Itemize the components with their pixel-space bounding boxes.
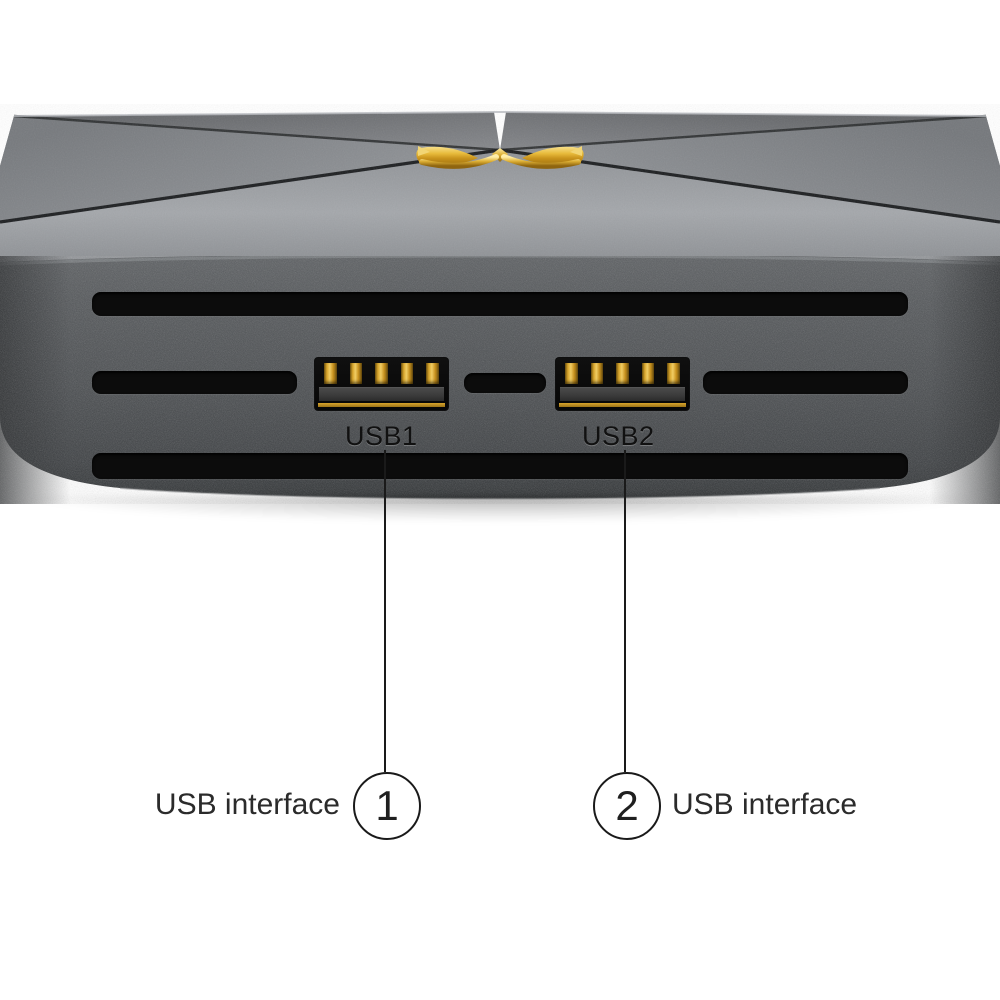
usb-port-2[interactable] [556, 358, 689, 410]
usb-1-gold-edge [317, 403, 446, 408]
usb-1-pin [375, 363, 388, 384]
usb-2-pin [641, 363, 655, 384]
callout-badge-1[interactable]: 1 [353, 772, 421, 840]
usb-1-pins [324, 363, 439, 384]
vent-slot-upper [92, 292, 908, 316]
usb-2-pins [565, 363, 680, 384]
device-top-panel [0, 104, 1000, 274]
callout-2-leader-line [624, 450, 626, 772]
vent-slot-middle-right [703, 371, 908, 394]
vent-slot-lower [92, 453, 908, 479]
callout-1-leader-line [384, 450, 386, 772]
callout-label-2: USB interface [672, 788, 858, 821]
gold-bowtie-emblem [400, 136, 600, 176]
vent-slot-middle-center [464, 373, 546, 393]
device-drop-shadow [30, 496, 970, 522]
mini-pc-device: USB1 USB2 [0, 104, 1000, 522]
usb-port-1[interactable] [315, 358, 448, 410]
usb-1-pin [426, 363, 439, 384]
usb-1-pin [400, 363, 414, 384]
usb-2-pin [616, 363, 629, 384]
usb-1-pin [349, 363, 363, 384]
usb-2-pin [590, 363, 604, 384]
usb-2-pin [667, 363, 680, 384]
usb-2-pin [565, 363, 578, 384]
usb-2-gold-edge [558, 403, 687, 408]
usb-1-pin [324, 363, 337, 384]
usb-2-tongue [559, 387, 685, 401]
lid-facets [0, 104, 1000, 274]
usb-1-tongue [318, 387, 444, 401]
usb1-silkscreen-label: USB1 [345, 421, 418, 451]
callout-label-1: USB interface [154, 788, 340, 821]
vent-slot-middle-left [92, 371, 297, 394]
callout-badge-2[interactable]: 2 [593, 772, 661, 840]
device-front-face: USB1 USB2 [0, 256, 1000, 504]
usb2-silkscreen-label: USB2 [582, 421, 655, 451]
